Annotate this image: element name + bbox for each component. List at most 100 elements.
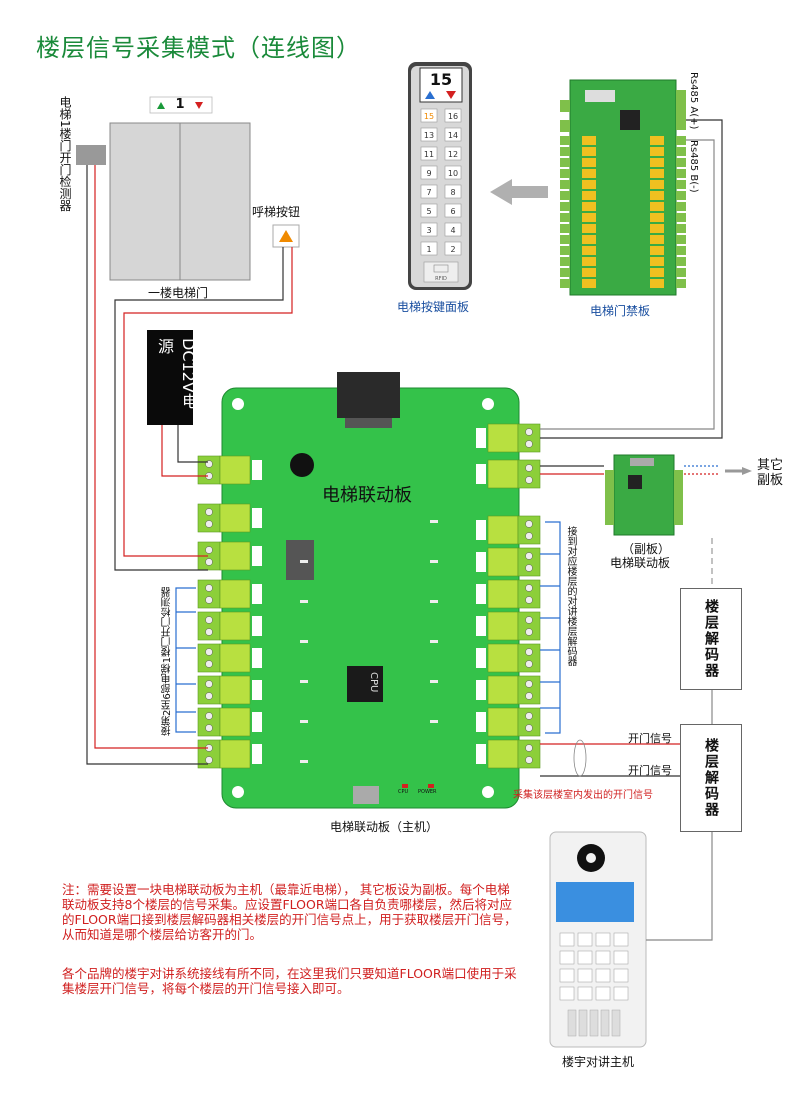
keypad-key	[444, 222, 462, 237]
relay-right	[650, 180, 664, 189]
relay-left	[582, 279, 596, 288]
keypad-key-label: 5	[426, 207, 431, 216]
relay-left	[582, 268, 596, 277]
relay-right	[650, 224, 664, 233]
keypad-key	[444, 165, 462, 180]
intercom-key	[577, 968, 593, 983]
terminal-left	[560, 136, 570, 145]
db9-connector	[337, 372, 400, 418]
power-supply	[147, 330, 193, 425]
terminal-block	[197, 541, 262, 571]
terminal-block	[197, 643, 262, 673]
floor-decoder-label: 楼层解码器	[703, 738, 719, 818]
floor-decoder-2: 楼层解码器	[680, 724, 742, 832]
keypad-key	[420, 127, 438, 142]
terminal-block	[476, 423, 541, 453]
intercom-grille	[567, 1009, 577, 1037]
intercom-key	[613, 950, 629, 965]
intercom-key	[577, 986, 593, 1001]
access-board-caption: 电梯门禁板	[590, 304, 651, 318]
terminal-block	[197, 675, 262, 705]
door-sensor-label: 电梯1楼门开门检测器	[58, 96, 72, 212]
keypad-key-label: 14	[448, 131, 458, 140]
relay-right	[650, 279, 664, 288]
intercom-key	[595, 950, 611, 965]
terminal-right	[676, 268, 686, 277]
intercom-caption: 楼宇对讲主机	[562, 1055, 635, 1069]
right-terminal-note: 接到对应楼层的对讲楼层解码器	[565, 526, 576, 666]
terminal-block	[197, 611, 262, 641]
keypad-key	[420, 241, 438, 256]
terminal-left	[560, 147, 570, 156]
intercom-key	[559, 932, 575, 947]
keypad-key	[444, 241, 462, 256]
relay-right	[650, 158, 664, 167]
intercom-key	[559, 968, 575, 983]
board-led	[430, 520, 438, 523]
terminal-block	[197, 503, 262, 533]
keypad-key	[444, 127, 462, 142]
relay-left	[582, 202, 596, 211]
keypad-key-label: 13	[424, 131, 434, 140]
keypad-key-label: 8	[450, 188, 455, 197]
relay-left	[582, 136, 596, 145]
buzzer	[290, 453, 314, 477]
terminal-block	[476, 707, 541, 737]
keypad-key-label: 9	[426, 169, 431, 178]
terminal-left	[560, 180, 570, 189]
terminal-right	[676, 158, 686, 167]
terminal-right	[676, 246, 686, 255]
terminal-block	[197, 455, 262, 485]
relay-left	[582, 213, 596, 222]
board-led	[300, 680, 308, 683]
keypad-key-label: 11	[424, 150, 434, 159]
intercom-key	[613, 986, 629, 1001]
terminal-right	[676, 224, 686, 233]
rfid-label: RFID	[435, 276, 447, 282]
terminal-left	[560, 268, 570, 277]
terminal-block	[476, 459, 541, 489]
left-terminal-note: 接第2至6部电梯1楼门开门检测器	[162, 586, 173, 736]
relay-right	[650, 191, 664, 200]
keypad-key-label: 1	[426, 245, 431, 254]
note-paragraph-2: 各个品牌的楼宇对讲系统接线有所不同，在这里我们只要知道FLOOR端口使用于采集楼…	[62, 966, 517, 996]
down-arrow-icon	[195, 102, 203, 109]
note-paragraph-1: 注：需要设置一块电梯联动板为主机（最靠近电梯）， 其它板设为副板。每个电梯联动板…	[62, 882, 517, 942]
relay-left	[582, 235, 596, 244]
intercom-grille	[611, 1009, 621, 1037]
intercom-grille	[578, 1009, 588, 1037]
board-led	[430, 720, 438, 723]
keypad-key-label: 10	[448, 169, 458, 178]
relay-right	[650, 246, 664, 255]
elevator-floor-number: 1	[175, 97, 185, 112]
board-led	[300, 720, 308, 723]
keypad-key	[420, 203, 438, 218]
relay-right	[650, 169, 664, 178]
relay-left	[582, 246, 596, 255]
board-led	[430, 560, 438, 563]
arrow-icon	[490, 179, 548, 205]
sub-board-caption-2: 电梯联动板	[610, 556, 671, 570]
terminal-right	[676, 136, 686, 145]
terminal-block	[476, 739, 541, 769]
terminal-block	[197, 739, 262, 769]
keypad-key	[444, 203, 462, 218]
terminal-right	[676, 202, 686, 211]
elevator-door	[109, 96, 251, 281]
terminal-left	[560, 235, 570, 244]
led-cpu-label: CPU	[398, 789, 409, 795]
terminal-right	[676, 213, 686, 222]
terminal-right	[676, 191, 686, 200]
rs485-a-label: Rs485 A(+)	[688, 72, 699, 130]
relay-left	[582, 158, 596, 167]
access-control-board	[560, 79, 686, 296]
terminal-right	[676, 147, 686, 156]
keypad-key-label: 7	[426, 188, 431, 197]
terminal-block	[197, 707, 262, 737]
intercom-key	[595, 932, 611, 947]
intercom-key	[595, 968, 611, 983]
terminal-block	[476, 515, 541, 545]
terminal-left	[560, 202, 570, 211]
relay-right	[650, 147, 664, 156]
